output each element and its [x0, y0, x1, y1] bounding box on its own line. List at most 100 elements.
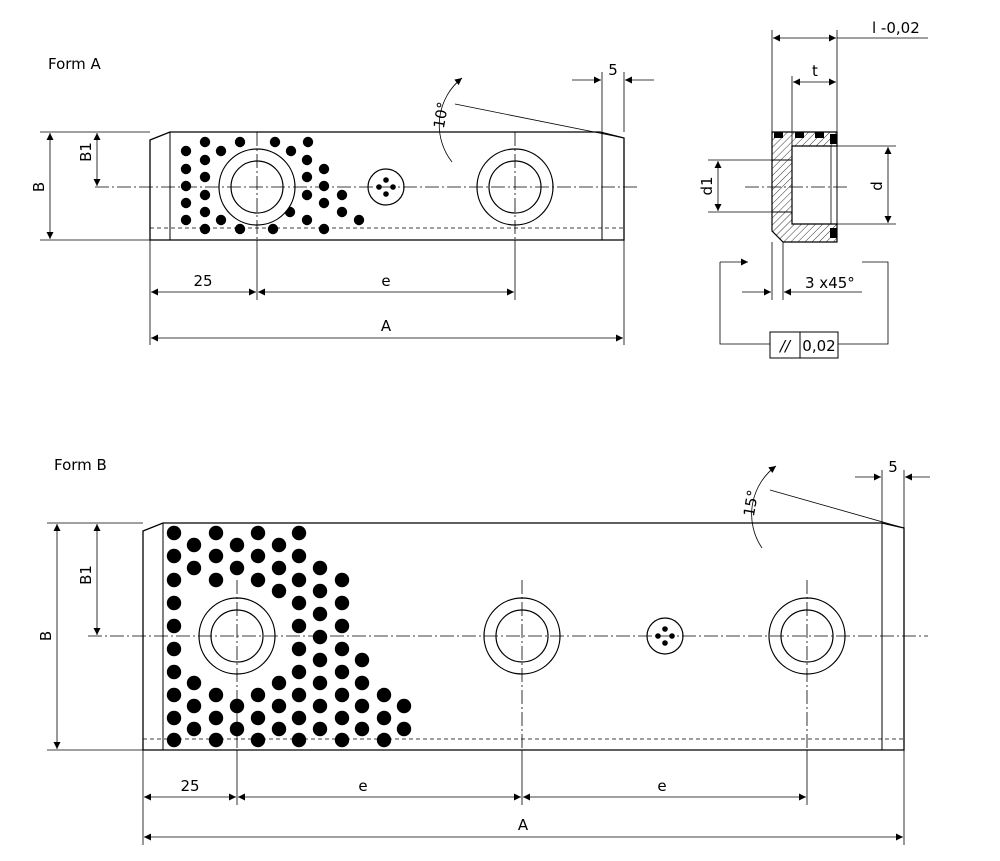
form-b-label-25: 25 [180, 777, 199, 795]
lubricant-plug-dot [376, 732, 392, 748]
form-a-label-25: 25 [193, 272, 212, 290]
lubricant-plug-dot [166, 710, 182, 726]
lubricant-plug-dot [354, 675, 370, 691]
lubricant-plug-dot [376, 687, 392, 703]
lubricant-plug-dot [318, 223, 330, 235]
lubricant-plug-dot [354, 652, 370, 668]
lubricant-plug-dot [166, 525, 182, 541]
lubricant-plug-dot [199, 206, 211, 218]
lubricant-plug-dot [336, 206, 348, 218]
lubricant-plug-dot [186, 560, 202, 576]
lubricant-plug-dot [215, 145, 227, 157]
section-view: l -0,02 t d1 d 3 x45° [698, 19, 928, 359]
section-label-d1: d1 [698, 176, 716, 195]
lubricant-plug-dot [250, 548, 266, 564]
lubricant-plug-dot [166, 641, 182, 657]
lubricant-plug-dot [334, 687, 350, 703]
lubricant-plug-dot [285, 145, 297, 157]
lubricant-plug-dot [334, 641, 350, 657]
form-b-label-angle: 15° [740, 488, 762, 517]
lubricant-plug-dot [250, 732, 266, 748]
lubricant-plug-dot [199, 171, 211, 183]
form-b-label-b1: B1 [77, 565, 95, 585]
form-a-dim-25-e: 25 e [149, 240, 516, 345]
lubricant-plug-dot [208, 732, 224, 748]
form-a-dim-b1: B1 [77, 133, 101, 186]
lubricant-plug-dot [250, 710, 266, 726]
lubricant-plug-dot [334, 664, 350, 680]
lubricant-plug-dot [250, 687, 266, 703]
lubricant-plug-dot [199, 154, 211, 166]
form-b-dim-25-e: 25 e e [142, 750, 808, 845]
section-label-l: l -0,02 [872, 19, 920, 37]
lubricant-plug-dot [334, 572, 350, 588]
lubricant-plug-dot [199, 136, 211, 148]
section-dim-chamfer: 3 x45° [742, 242, 862, 300]
lubricant-plug-dot [301, 189, 313, 201]
lubricant-plug-dot [312, 629, 328, 645]
lubricant-plug-dot [271, 583, 287, 599]
section-parallelism-frame: // 0,02 [719, 258, 889, 359]
form-b-dim-b1: B1 [77, 524, 101, 635]
form-b-lubricant-plugs [166, 525, 412, 748]
form-a-dim-b: B [30, 131, 150, 241]
lubricant-plug-dot [186, 698, 202, 714]
lubricant-plug-dot [312, 583, 328, 599]
lubricant-plug-dot [271, 698, 287, 714]
section-dim-d: d [837, 145, 896, 225]
form-b-label-5: 5 [888, 458, 898, 476]
form-a-dim-a: A [151, 240, 625, 345]
lubricant-plug-dot [208, 572, 224, 588]
lubricant-plug-dot [166, 618, 182, 634]
section-dim-d1: d1 [698, 159, 772, 213]
lubricant-plug-dot [312, 675, 328, 691]
lubricant-plug-dot [166, 595, 182, 611]
lubricant-plug-dot [336, 189, 348, 201]
form-b-label-b: B [37, 631, 55, 641]
section-label-chamfer: 3 x45° [805, 274, 855, 292]
lubricant-plug-dot [166, 572, 182, 588]
form-a-title: Form A [48, 55, 102, 73]
lubricant-plug-dot [318, 180, 330, 192]
section-dim-t: t [791, 62, 836, 146]
form-a-view: Form A [30, 55, 654, 345]
lubricant-plug-dot [318, 197, 330, 209]
lubricant-plug-dot [250, 572, 266, 588]
lubricant-plug-dot [199, 189, 211, 201]
lubricant-plug-dot [180, 214, 192, 226]
lubricant-plug-dot [312, 560, 328, 576]
lubricant-plug-dot [291, 525, 307, 541]
lubricant-plug-dot [291, 595, 307, 611]
lubricant-plug-dot [234, 223, 246, 235]
lubricant-plug-dot [180, 145, 192, 157]
lubricant-plug-dot [396, 721, 412, 737]
lubricant-plug-dot [291, 664, 307, 680]
lubricant-plug-dot [166, 732, 182, 748]
lubricant-plug-dot [208, 548, 224, 564]
form-a-dim-5: 5 [572, 61, 654, 132]
lubricant-plug-dot [166, 687, 182, 703]
form-b-angle-15: 15° [740, 465, 905, 549]
lubricant-plug-dot [291, 572, 307, 588]
form-a-lubricant-plugs [180, 136, 365, 235]
section-hatched-body [771, 131, 838, 243]
lubricant-plug-dot [301, 214, 313, 226]
form-b-label-e2: e [657, 777, 666, 795]
lubricant-plug-dot [312, 652, 328, 668]
lubricant-plug-dot [186, 721, 202, 737]
form-b-center-lines [88, 580, 928, 750]
lubricant-plug-dot [229, 537, 245, 553]
lubricant-plug-dot [396, 698, 412, 714]
form-b-label-a: A [518, 816, 529, 834]
form-b-view: Form B [37, 456, 930, 845]
section-parallel-value: 0,02 [802, 337, 835, 355]
lubricant-plug-dot [271, 721, 287, 737]
lubricant-plug-dot [271, 537, 287, 553]
lubricant-plug-dot [199, 223, 211, 235]
lubricant-plug-dot [318, 163, 330, 175]
lubricant-plug-dot [353, 214, 365, 226]
lubricant-plug-dot [166, 664, 182, 680]
section-plugs [774, 132, 837, 238]
lubricant-plug-dot [354, 721, 370, 737]
lubricant-plug-dot [250, 525, 266, 541]
